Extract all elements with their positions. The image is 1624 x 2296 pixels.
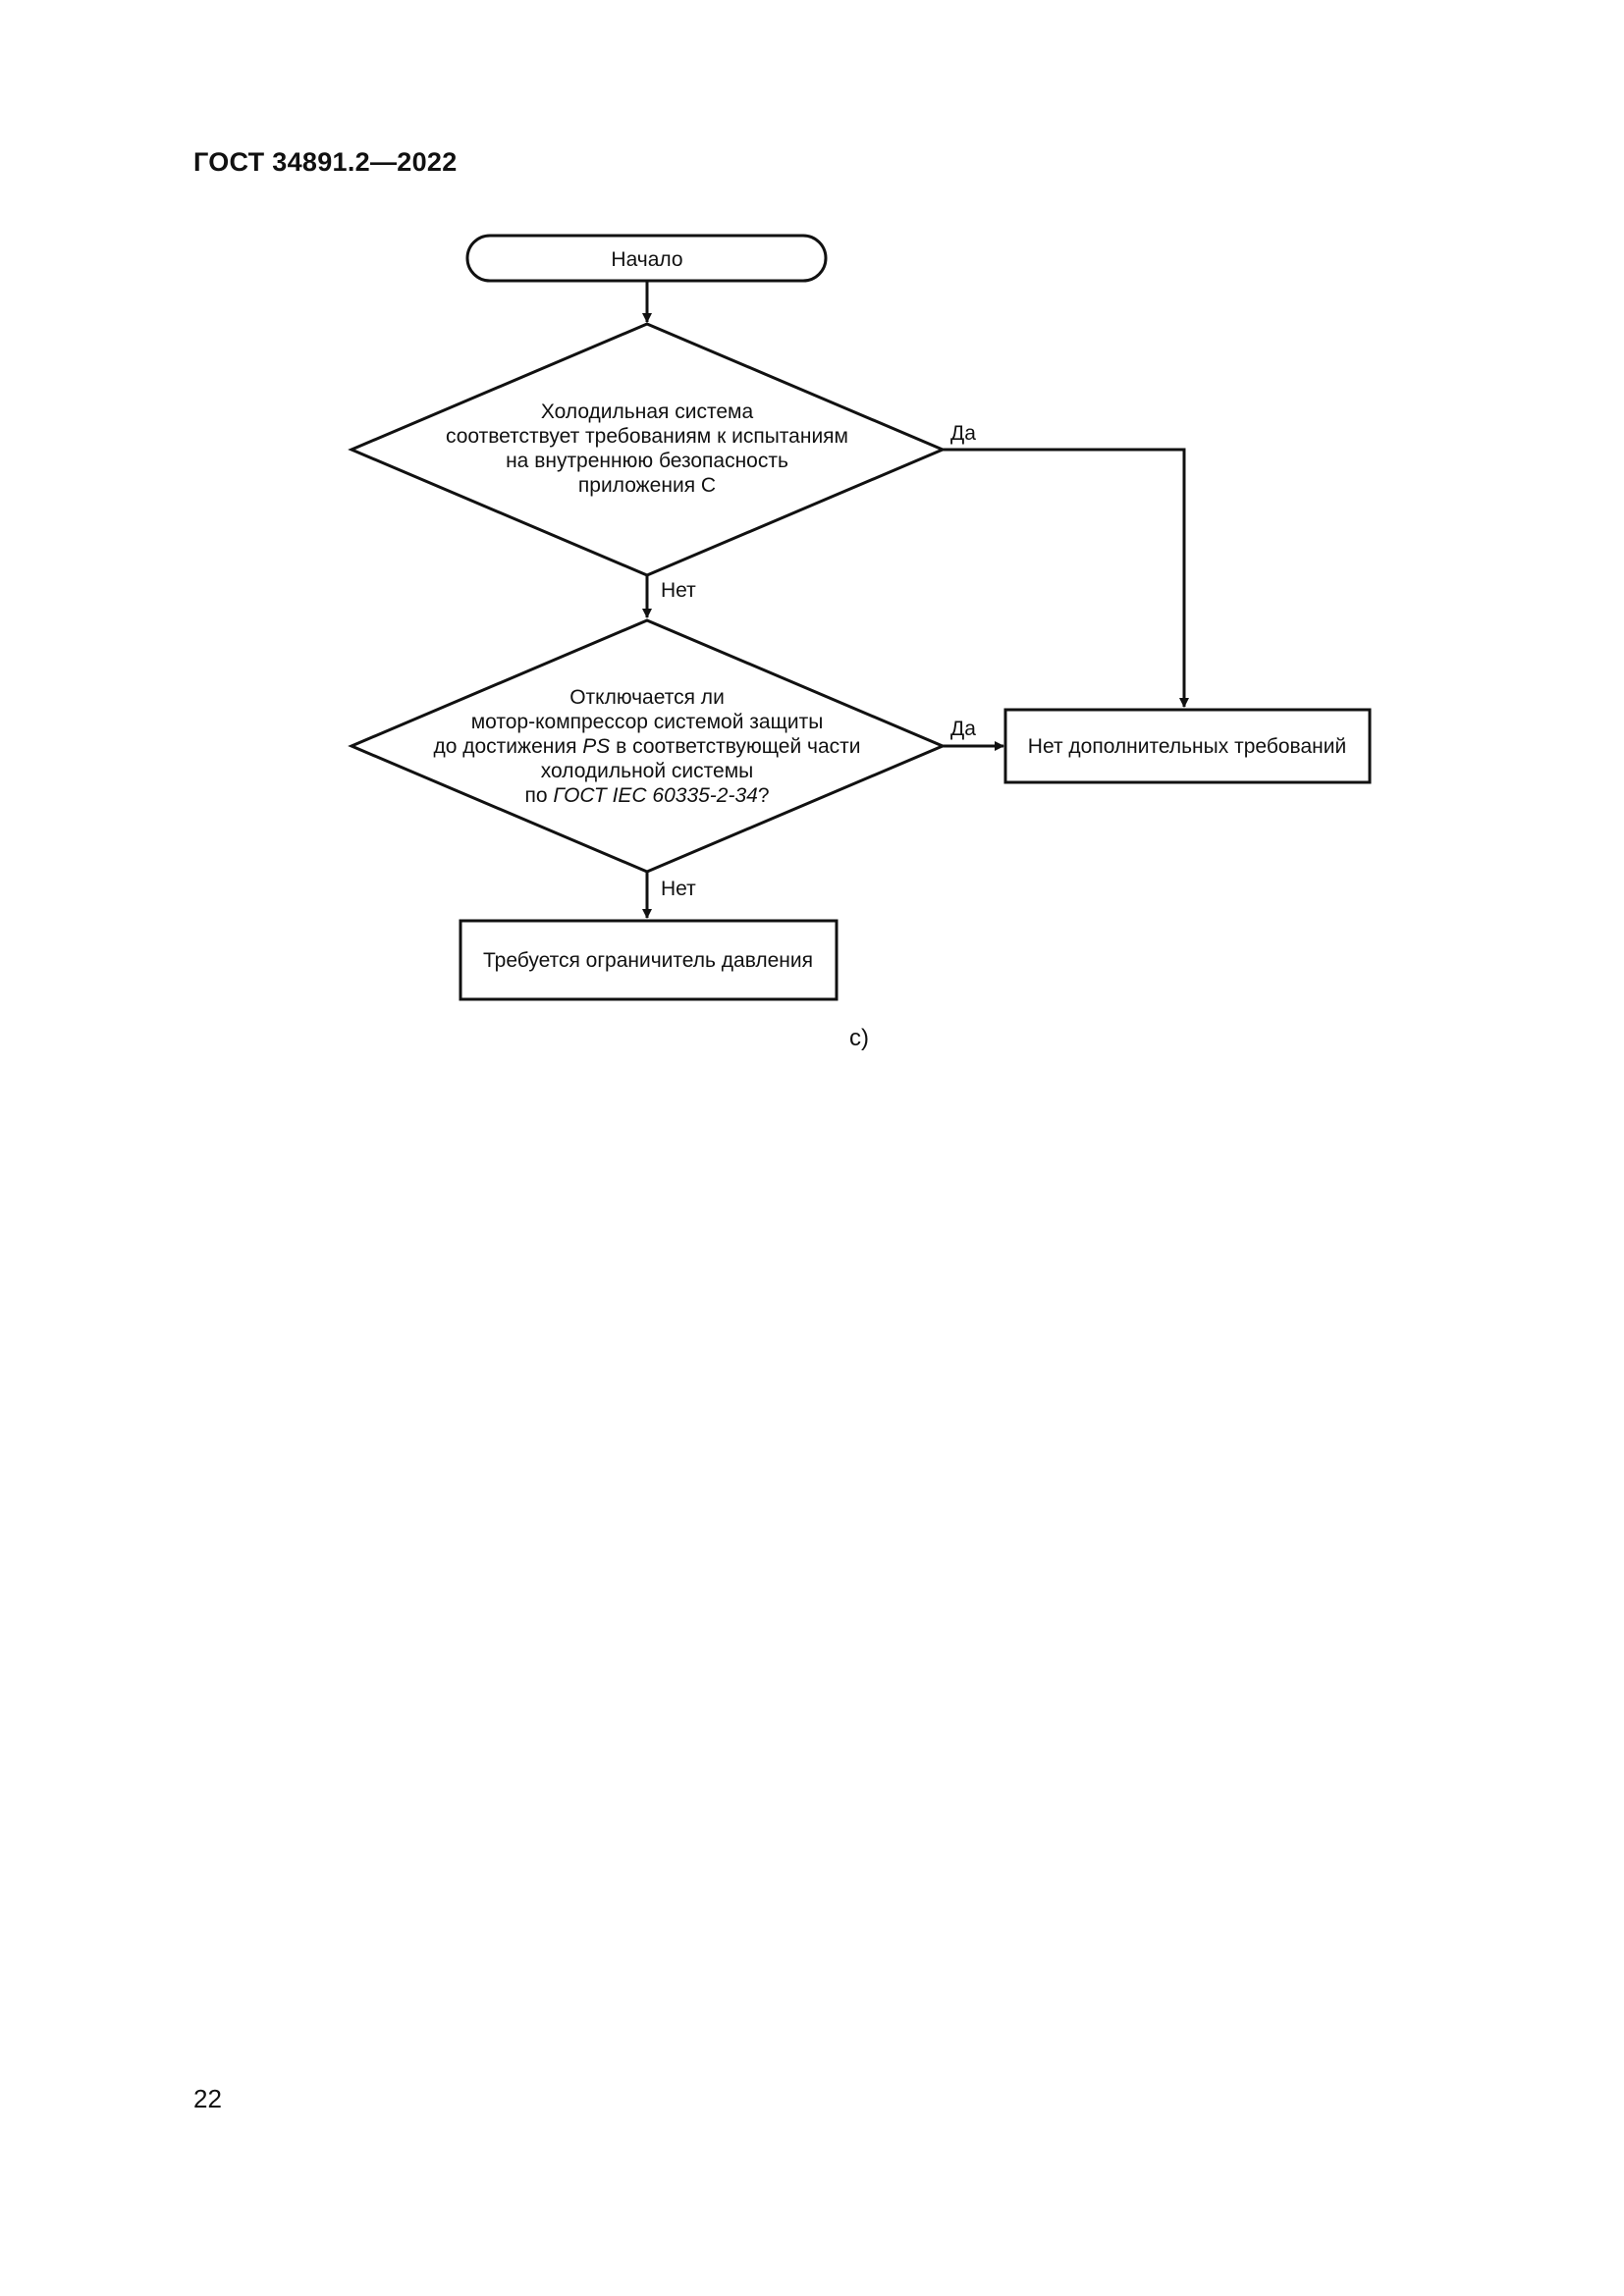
decision-2-no-label: Нет xyxy=(661,878,696,900)
decision-1-line-3: на внутреннюю безопасность xyxy=(506,450,788,472)
decision-2-line-2: мотор-компрессор системой защиты xyxy=(471,711,824,733)
arrow-decision-1-yes xyxy=(943,448,1189,708)
decision-1-no-label: Нет xyxy=(661,579,696,602)
decision-1-line-1: Холодильная система xyxy=(541,400,754,423)
document-header: ГОСТ 34891.2—2022 xyxy=(193,147,458,177)
decision-2: Отключается ли мотор-компрессор системой… xyxy=(348,618,947,874)
decision-1: Холодильная система соответствует требов… xyxy=(348,322,947,577)
subfigure-label: с) xyxy=(849,1025,869,1051)
page-number: 22 xyxy=(193,2084,222,2113)
start-label: Начало xyxy=(611,248,682,271)
decision-2-line-5: по ГОСТ IEC 60335-2-34? xyxy=(524,784,769,807)
decision-2-line-1: Отключается ли xyxy=(569,686,725,709)
decision-1-yes-label: Да xyxy=(950,422,976,445)
start-node: Начало xyxy=(465,234,828,283)
result-no-requirements: Нет дополнительных требований xyxy=(1003,708,1372,784)
decision-1-line-2: соответствует требованиям к испытаниям xyxy=(446,425,848,448)
result-pressure-limiter-label: Требуется ограничитель давления xyxy=(483,949,813,972)
result-pressure-limiter: Требуется ограничитель давления xyxy=(459,919,839,1001)
decision-2-yes-label: Да xyxy=(950,718,976,740)
decision-2-line-3: до достижения PS в соответствующей части xyxy=(433,735,860,758)
result-no-requirements-label: Нет дополнительных требований xyxy=(1028,735,1346,758)
decision-1-line-4: приложения С xyxy=(578,474,716,497)
decision-2-line-4: холодильной системы xyxy=(541,760,754,782)
